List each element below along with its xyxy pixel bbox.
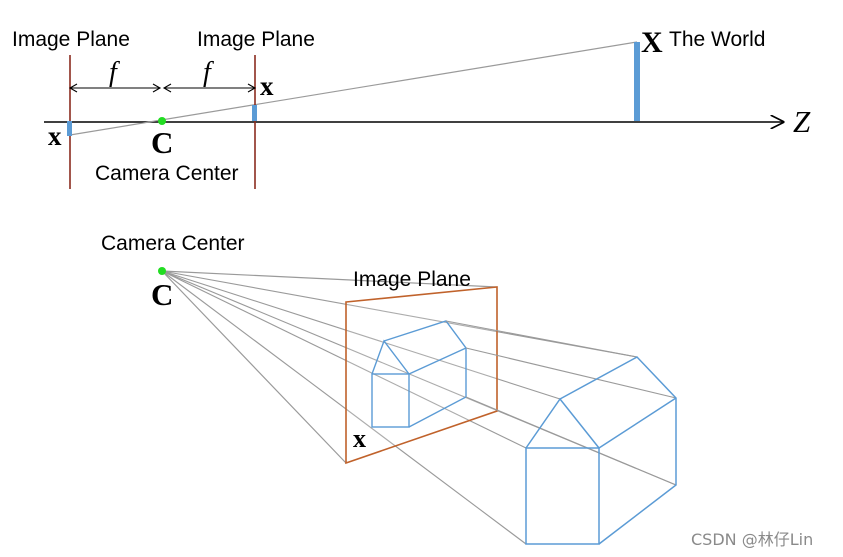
ray-segment-right-top [465,347,677,399]
world-point-symbol: X [641,26,663,59]
focal-left-arrowhead-start [68,83,78,93]
camera-center-symbol-3d: C [151,277,173,312]
right-image-point-label: x [260,71,274,101]
world-house [525,356,677,545]
left-image-plane-label: Image Plane [12,28,130,51]
bottom-diagram: Camera Center C Image Plane x [101,232,677,545]
focal-right-arrowhead-end [247,83,257,93]
ray-to-front-left [161,270,527,449]
watermark: CSDN @林仔Lin [691,530,813,549]
z-axis-label: Z [793,104,811,139]
ray-to-roof-peak [161,270,561,400]
left-image-point-bar [67,121,72,136]
right-image-plane-label: Image Plane [197,28,315,51]
camera-center-label-3d: Camera Center [101,232,245,255]
left-image-point-label: x [48,121,62,151]
world-label: The World [669,28,765,51]
world-point-bar [634,42,640,121]
top-diagram: Image Plane Image Plane f f x x C Camera… [12,26,811,189]
image-plane-label-3d: Image Plane [353,268,471,291]
ray-to-bottom-left [161,270,527,545]
focal-right-arrowhead-start [162,83,172,93]
camera-center-point-3d [158,267,166,275]
camera-center-label: Camera Center [95,162,239,185]
focal-length-right-label: f [203,57,214,88]
view-ray-top-right [161,270,498,288]
focal-left-arrowhead-end [152,83,162,93]
ray-segment-right-bottom [465,396,677,486]
view-ray-bottom-left [161,270,347,464]
right-image-point-bar [252,105,257,121]
image-point-label-3d: x [353,424,366,453]
focal-length-left-label: f [109,57,120,88]
camera-center-point [158,117,166,125]
ray-segment-roof-right [445,320,638,358]
image-plane-3d [345,286,498,465]
camera-center-symbol: C [151,125,173,160]
ray-to-roof-right [161,270,638,358]
